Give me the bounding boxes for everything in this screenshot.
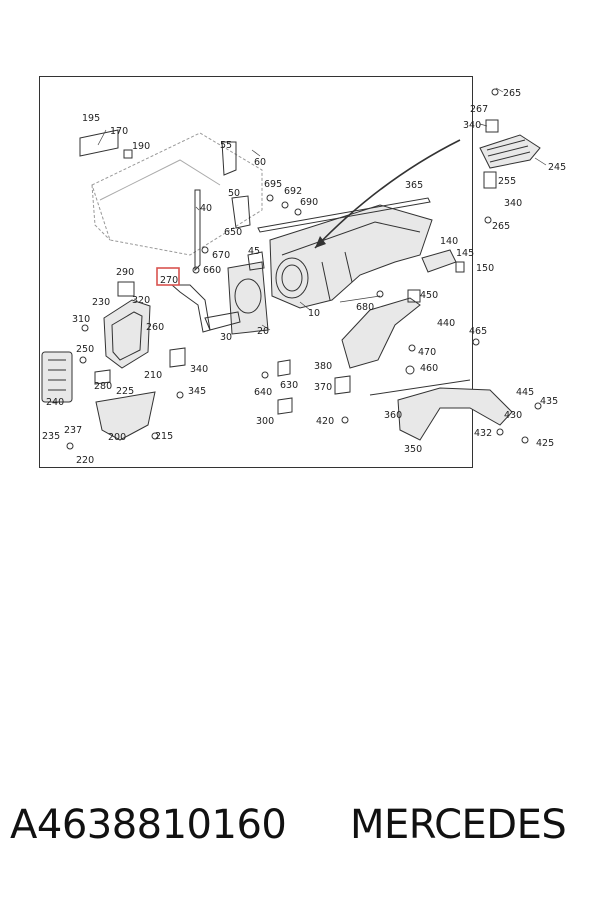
wheel-arch-flare xyxy=(397,387,513,441)
callout-label-440: 440 xyxy=(437,318,455,329)
callout-label-365: 365 xyxy=(405,180,423,191)
callout-label-55: 55 xyxy=(220,140,232,151)
callout-label-680: 680 xyxy=(356,302,374,313)
callout-label-170: 170 xyxy=(110,126,128,137)
callout-label-470: 470 xyxy=(418,347,436,358)
callout-label-320: 320 xyxy=(132,295,150,306)
caption-bar: A4638810160 MERCEDES xyxy=(0,802,600,862)
pointer-arrow xyxy=(314,139,461,249)
headlamp-housing xyxy=(227,261,269,335)
callout-label-200: 200 xyxy=(108,432,126,443)
vent-grille xyxy=(421,249,457,273)
callout-label-145: 145 xyxy=(456,248,474,259)
body-outline-ghost xyxy=(91,132,263,256)
callout-label-300: 300 xyxy=(256,416,274,427)
callout-label-20: 20 xyxy=(257,326,269,337)
callout-label-215: 215 xyxy=(155,431,173,442)
bracket-part xyxy=(194,189,201,272)
callout-label-432: 432 xyxy=(474,428,492,439)
callout-label-692: 692 xyxy=(284,186,302,197)
fender-part xyxy=(269,204,433,309)
callout-label-50: 50 xyxy=(228,188,240,199)
callout-label-345: 345 xyxy=(188,386,206,397)
callout-label-235: 235 xyxy=(42,431,60,442)
callout-label-150: 150 xyxy=(476,263,494,274)
callout-label-225: 225 xyxy=(116,386,134,397)
callout-label-435: 435 xyxy=(540,396,558,407)
callout-label-370: 370 xyxy=(314,382,332,393)
callout-label-340: 340 xyxy=(190,364,208,375)
callout-label-340: 340 xyxy=(504,198,522,209)
callout-label-40: 40 xyxy=(200,203,212,214)
callout-label-420: 420 xyxy=(316,416,334,427)
highlight-box xyxy=(156,267,180,286)
trim-strip xyxy=(257,197,431,233)
callout-label-340: 340 xyxy=(463,120,481,131)
callout-label-460: 460 xyxy=(420,363,438,374)
callout-label-280: 280 xyxy=(94,381,112,392)
callout-label-450: 450 xyxy=(420,290,438,301)
callout-label-445: 445 xyxy=(516,387,534,398)
callout-label-255: 255 xyxy=(498,176,516,187)
callout-label-430: 430 xyxy=(504,410,522,421)
callout-label-630: 630 xyxy=(280,380,298,391)
callout-label-30: 30 xyxy=(220,332,232,343)
callout-label-465: 465 xyxy=(469,326,487,337)
callout-label-45: 45 xyxy=(248,246,260,257)
callout-label-380: 380 xyxy=(314,361,332,372)
callout-labels: 265 267 340 245 255 340 265 195 170 190 55 60 695692… xyxy=(42,88,566,466)
callout-label-245: 245 xyxy=(548,162,566,173)
lower-cover xyxy=(95,391,156,441)
callout-label-350: 350 xyxy=(404,444,422,455)
callout-label-265: 265 xyxy=(492,221,510,232)
callout-label-240: 240 xyxy=(46,397,64,408)
upper-vent xyxy=(479,134,541,169)
callout-label-695: 695 xyxy=(264,179,282,190)
part-number: A4638810160 xyxy=(10,802,287,848)
callout-label-60: 60 xyxy=(254,157,266,168)
callout-label-310: 310 xyxy=(72,314,90,325)
callout-label-267: 267 xyxy=(470,104,488,115)
callout-label-195: 195 xyxy=(82,113,100,124)
brand-name: MERCEDES xyxy=(350,802,567,848)
callout-label-230: 230 xyxy=(92,297,110,308)
callout-label-690: 690 xyxy=(300,197,318,208)
callout-label-670: 670 xyxy=(212,250,230,261)
callout-label-425: 425 xyxy=(536,438,554,449)
callout-label-640: 640 xyxy=(254,387,272,398)
callout-label-140: 140 xyxy=(440,236,458,247)
callout-label-250: 250 xyxy=(76,344,94,355)
callout-label-260: 260 xyxy=(146,322,164,333)
callout-label-270: 270 xyxy=(160,275,178,286)
callout-label-660: 660 xyxy=(203,265,221,276)
callout-label-290: 290 xyxy=(116,267,134,278)
callout-label-190: 190 xyxy=(132,141,150,152)
callout-label-220: 220 xyxy=(76,455,94,466)
callout-label-10: 10 xyxy=(308,308,320,319)
inner-liner xyxy=(341,297,421,369)
callout-label-237: 237 xyxy=(64,425,82,436)
callout-label-650: 650 xyxy=(224,227,242,238)
diagram-frame xyxy=(39,76,473,468)
callout-label-265: 265 xyxy=(503,88,521,99)
callout-label-210: 210 xyxy=(144,370,162,381)
headlamp-ring xyxy=(103,299,151,369)
callout-label-360: 360 xyxy=(384,410,402,421)
